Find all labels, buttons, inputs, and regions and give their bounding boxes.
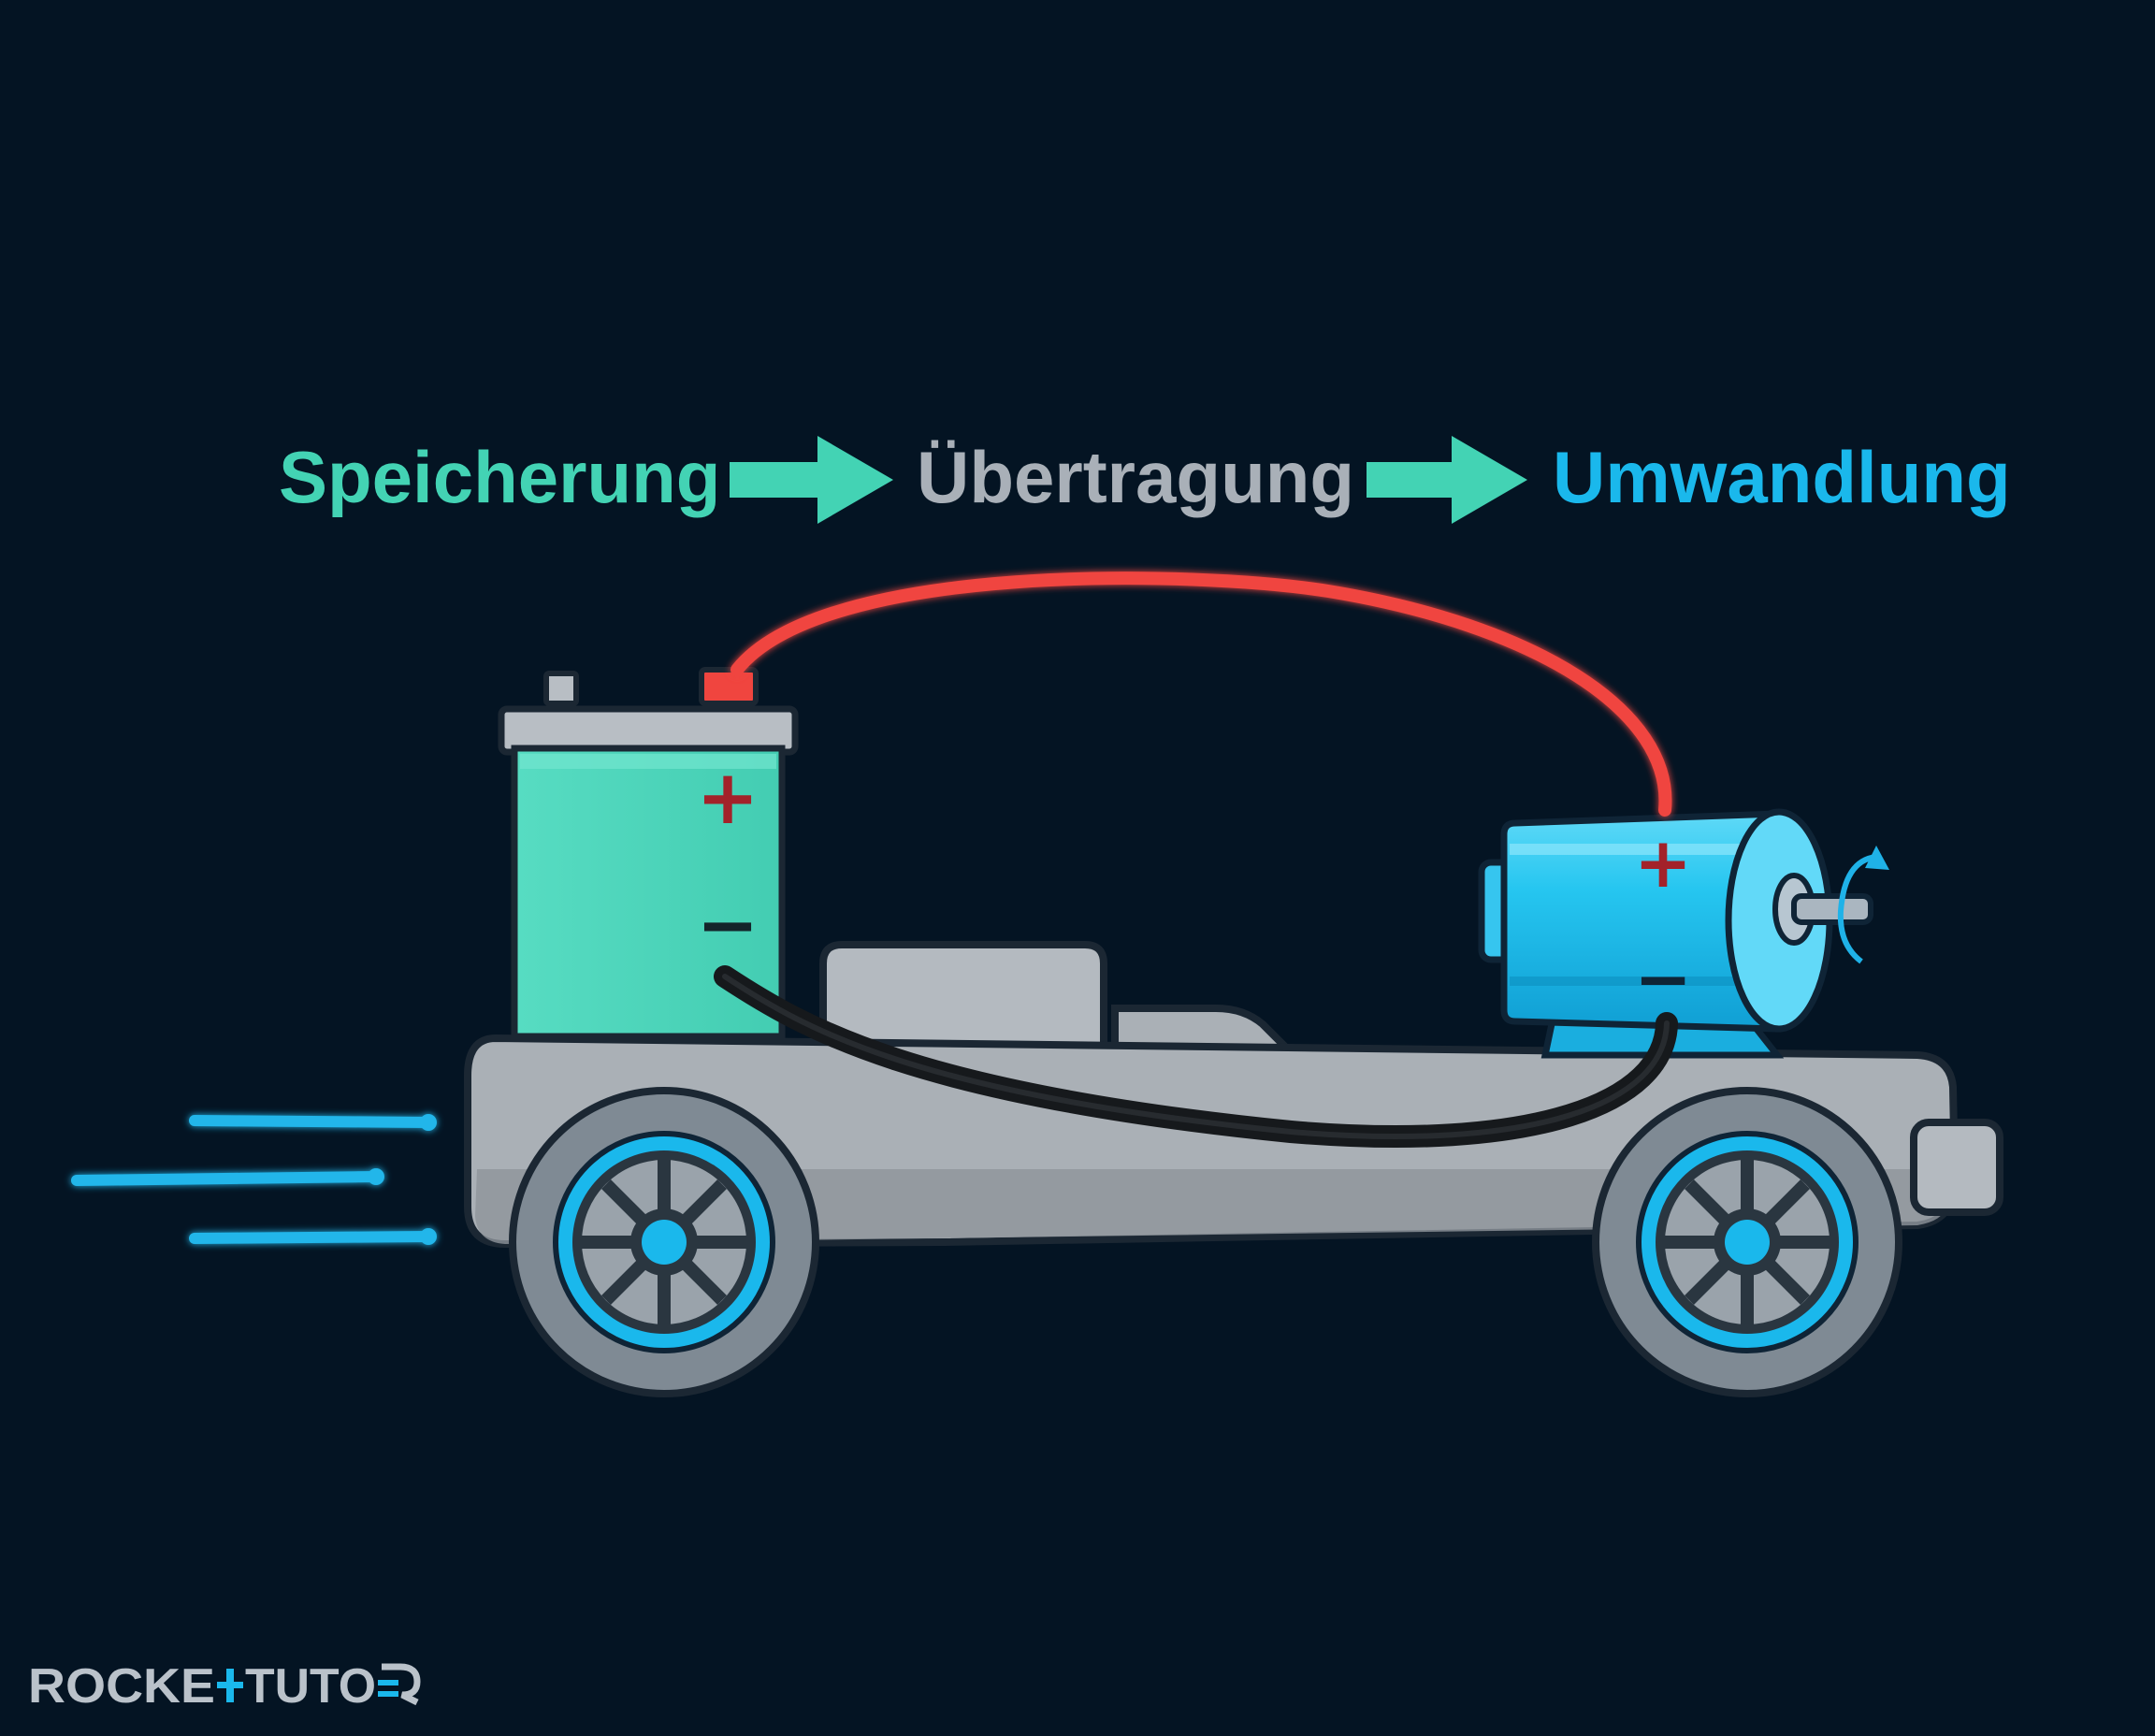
flow-step-storage: Speicherung xyxy=(279,436,720,518)
rotation-arrow-icon xyxy=(1837,846,1889,964)
chassis-seat xyxy=(819,941,1107,1070)
rockettutor-logo: ROCKE TUTO xyxy=(28,1659,421,1714)
energy-flow-headline: Speicherung Übertragung Umwandlung xyxy=(279,436,2011,524)
svg-text:TUTO: TUTO xyxy=(245,1659,376,1714)
battery-plus-sign: + xyxy=(696,754,759,841)
motor-plus-sign: + xyxy=(1634,823,1692,904)
car-chassis xyxy=(464,941,2003,1249)
rear-wheel xyxy=(509,1087,819,1397)
rear-wheel-spokes xyxy=(582,1160,746,1324)
battery-positive-post xyxy=(699,667,759,706)
flow-arrow-2-icon xyxy=(1367,436,1527,524)
flow-step-conversion: Umwandlung xyxy=(1553,436,2011,518)
motor-minus-sign: − xyxy=(1634,939,1692,1020)
logo-plus-icon xyxy=(217,1669,243,1702)
speed-lines-icon xyxy=(71,1114,437,1245)
motor-shaft xyxy=(1791,893,1873,925)
front-bumper xyxy=(1910,1119,2003,1216)
electric-motor: + − xyxy=(1478,808,1889,1059)
flow-arrow-1-icon xyxy=(730,436,893,524)
battery-minus-sign: − xyxy=(696,881,759,968)
flow-step-transmission: Übertragung xyxy=(917,436,1354,518)
svg-text:ROCKE: ROCKE xyxy=(28,1659,215,1714)
logo-r-icon xyxy=(378,1663,421,1706)
battery-negative-post xyxy=(543,671,579,706)
front-wheel xyxy=(1592,1087,1902,1397)
positive-cable xyxy=(730,571,1672,817)
front-wheel-spokes xyxy=(1665,1160,1830,1324)
